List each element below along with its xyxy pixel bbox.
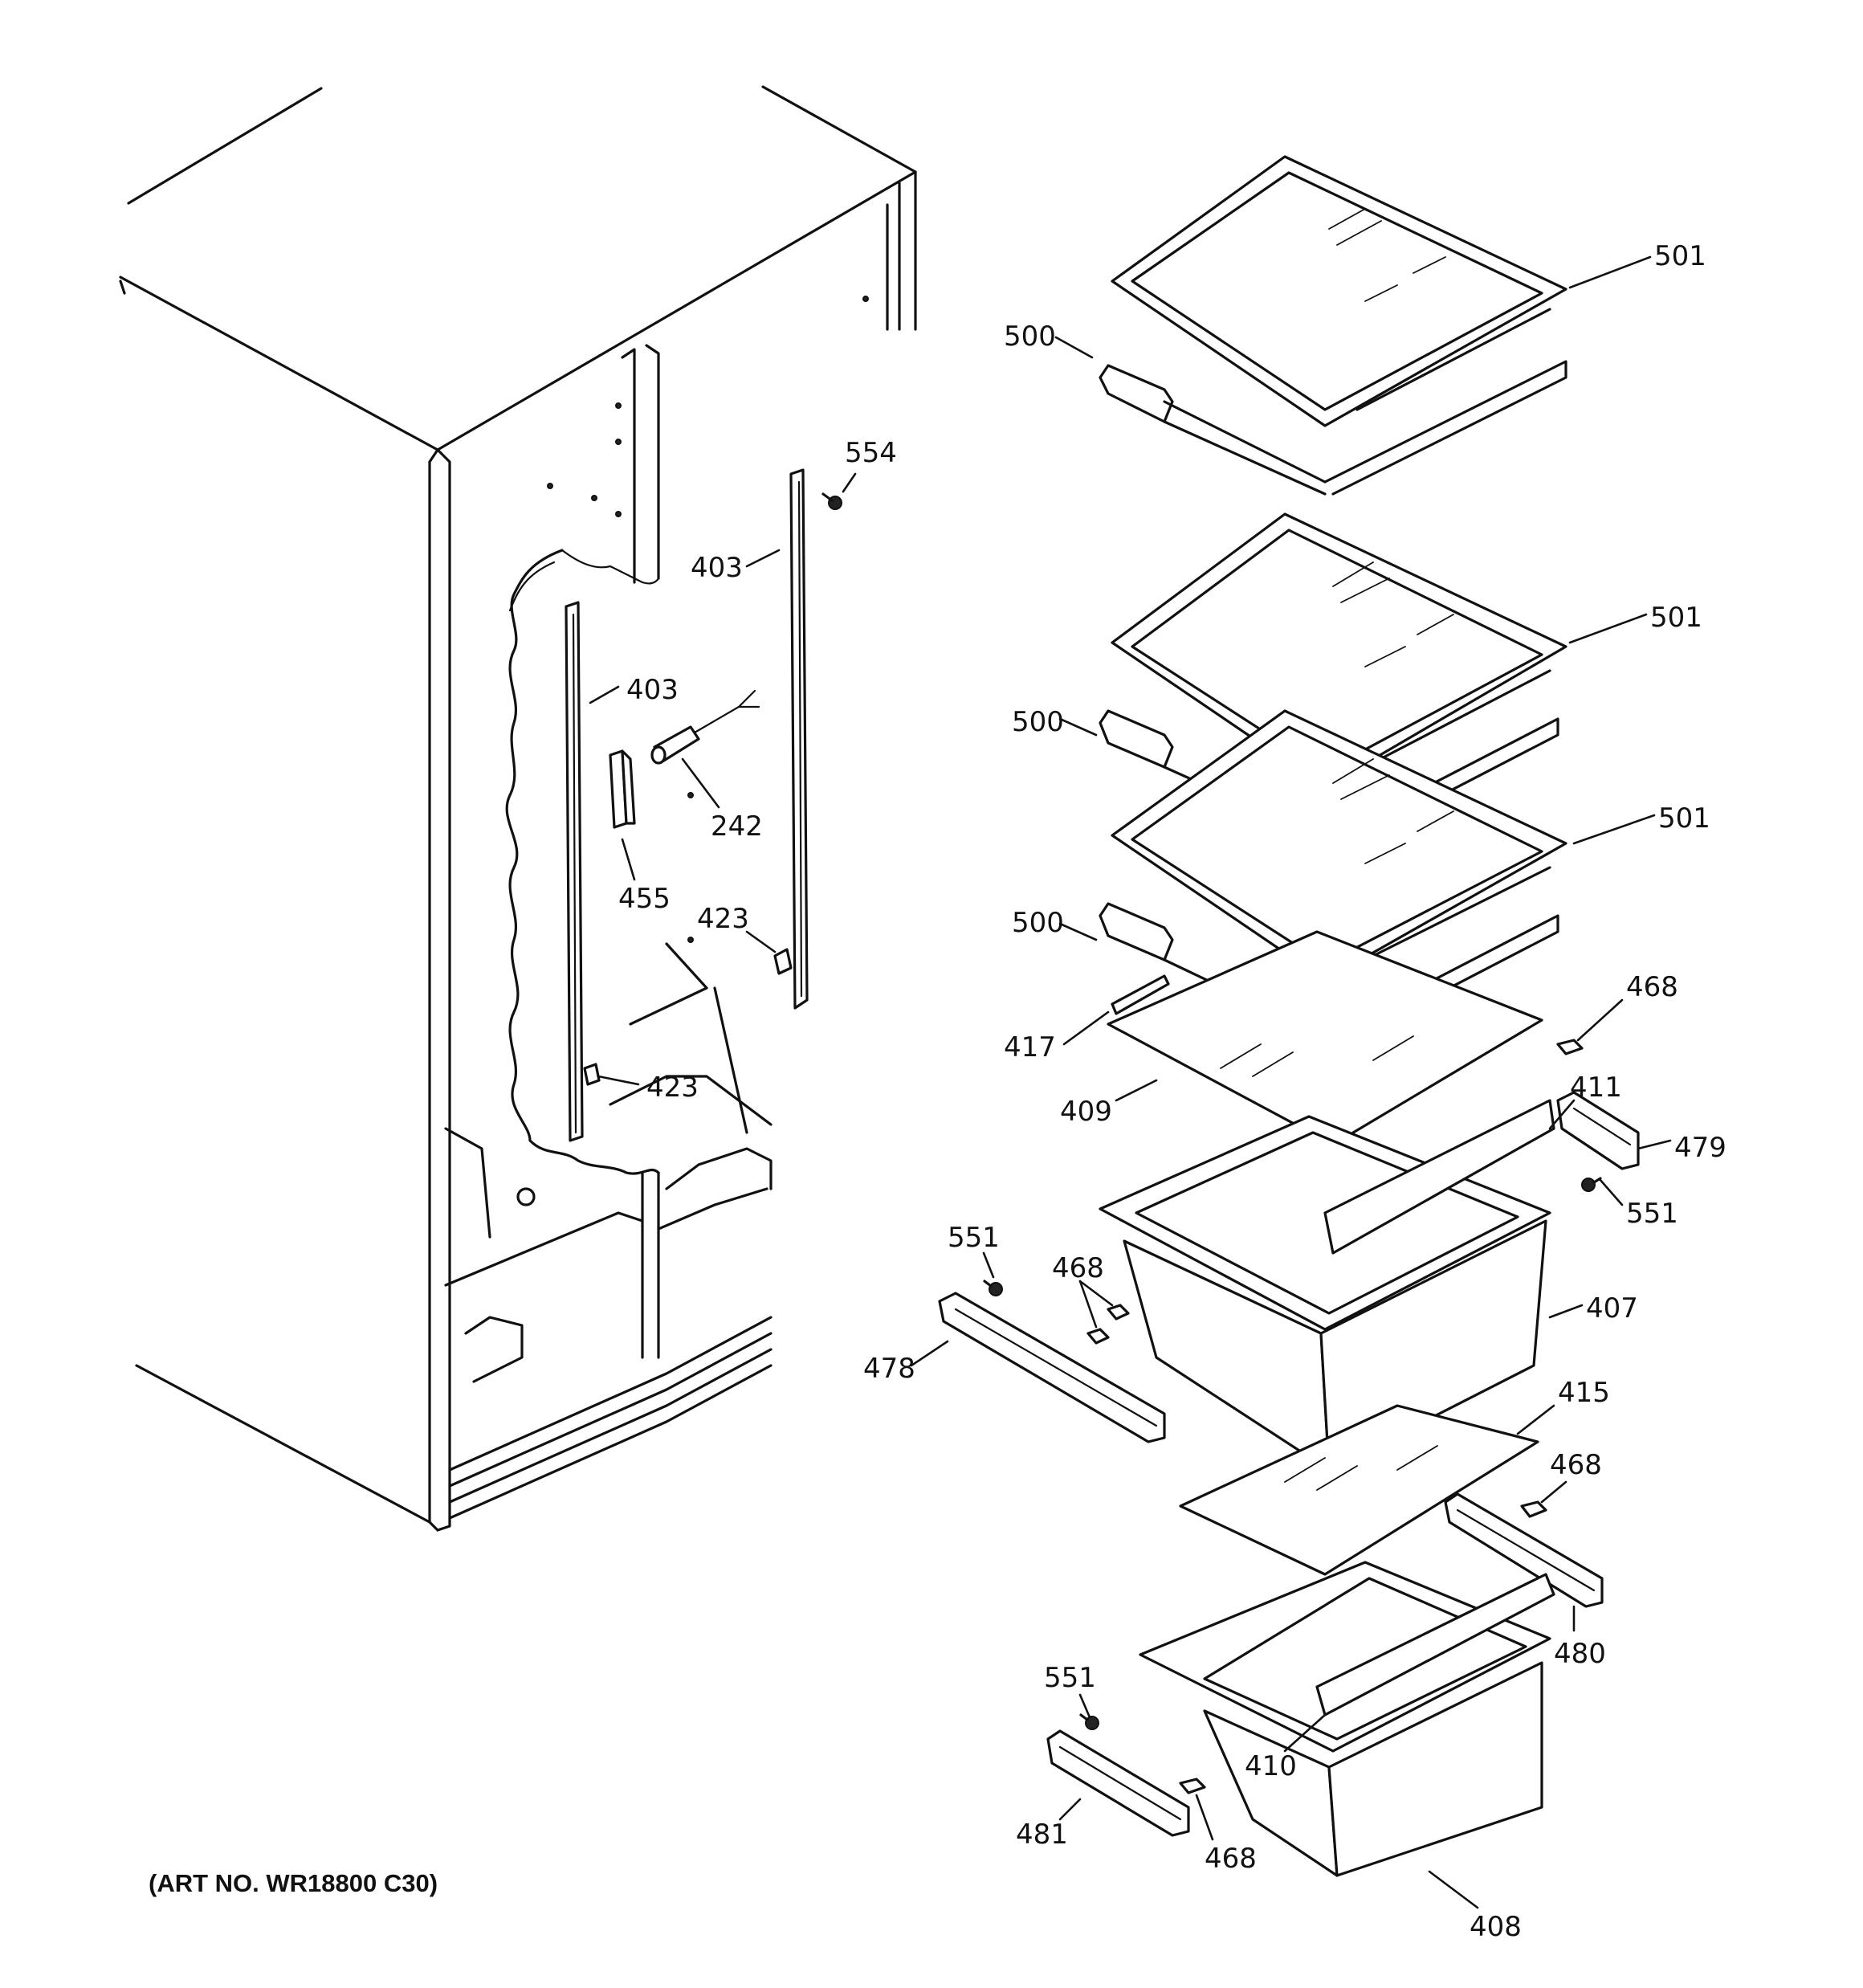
callout-407: 407 (1586, 1292, 1638, 1325)
clip-455 (609, 749, 636, 829)
trim-bar-417 (1111, 974, 1170, 1015)
callout-423: 423 (697, 903, 749, 935)
callout-479: 479 (1674, 1132, 1726, 1164)
callout-408: 408 (1470, 1911, 1522, 1943)
crisper-drawer-408 (1139, 1561, 1551, 1877)
callout-468: 468 (1205, 1843, 1257, 1875)
callout-500: 500 (1012, 706, 1064, 738)
slide-rail-478 (938, 1292, 1166, 1443)
screw-554 (821, 492, 842, 510)
callout-417: 417 (1004, 1031, 1056, 1063)
drawer-handle-410 (1315, 1573, 1555, 1717)
sensor-242 (650, 689, 760, 943)
callout-242: 242 (711, 810, 763, 843)
drawer-handle-411 (1323, 1099, 1555, 1255)
glass-shelf-501-top (1111, 155, 1567, 427)
callout-410: 410 (1245, 1750, 1297, 1782)
callout-478: 478 (863, 1353, 915, 1385)
glass-shelf-501-lower (1111, 709, 1567, 982)
pan-cover-409 (1107, 930, 1543, 1146)
callout-551: 551 (1626, 1198, 1678, 1230)
callout-501: 501 (1650, 602, 1702, 634)
callout-554: 554 (845, 437, 897, 469)
slide-rail-480 (1444, 1492, 1604, 1608)
leader-lines (589, 255, 1672, 1909)
callout-481: 481 (1016, 1819, 1068, 1851)
callout-411: 411 (1570, 1072, 1622, 1104)
callout-500: 500 (1004, 320, 1056, 353)
refrigerator-cabinet (119, 85, 917, 1532)
callout-551: 551 (948, 1222, 1000, 1254)
callout-480: 480 (1554, 1638, 1606, 1670)
stop-468-right-lower (1520, 1500, 1547, 1518)
glass-shelf-501-middle (1111, 512, 1567, 789)
shelf-rail-403-right (789, 468, 809, 1010)
pin-423-lower (583, 1063, 601, 1086)
pin-423-upper (773, 948, 793, 975)
callout-500: 500 (1012, 907, 1064, 939)
callout-labels: 501 500 554 403 403 501 500 242 501 455 … (618, 240, 1726, 1943)
callout-403: 403 (691, 552, 743, 584)
art-number: (ART NO. WR18800 C30) (149, 1869, 438, 1897)
callout-468: 468 (1052, 1252, 1104, 1284)
callout-501: 501 (1658, 802, 1710, 835)
screw-551-right (1581, 1177, 1602, 1192)
screw-551-left (983, 1280, 1003, 1296)
callout-455: 455 (618, 883, 671, 915)
callout-468: 468 (1550, 1449, 1602, 1481)
slide-rail-479 (1556, 1091, 1640, 1170)
shelf-rail-403-left (565, 601, 584, 1142)
stop-468-left (1086, 1304, 1130, 1345)
shelf-bracket-500-top (1099, 360, 1567, 496)
callout-415: 415 (1558, 1377, 1610, 1409)
callout-409: 409 (1060, 1096, 1112, 1128)
slide-rail-481 (1046, 1729, 1190, 1837)
callout-468: 468 (1626, 971, 1678, 1003)
stop-468-bottom (1179, 1778, 1206, 1794)
callout-551: 551 (1044, 1662, 1096, 1694)
callout-403: 403 (626, 674, 679, 706)
callout-501: 501 (1654, 240, 1706, 272)
callout-423: 423 (646, 1072, 699, 1104)
pan-cover-415 (1179, 1404, 1539, 1576)
screw-551-bottom (1079, 1713, 1099, 1730)
stop-468-right-upper (1556, 1039, 1584, 1055)
